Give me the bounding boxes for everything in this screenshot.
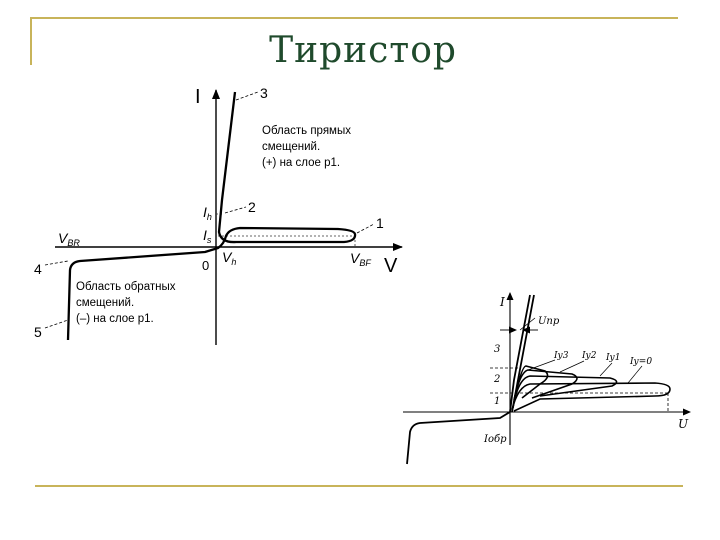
loop-iy0: [511, 382, 671, 412]
frame-top-line: [30, 17, 678, 19]
point-3-label: 3: [260, 85, 268, 101]
iy0-label: Iу=0: [629, 357, 652, 367]
loop-iy3: [514, 365, 549, 399]
vh-label: Vh: [222, 249, 236, 267]
family-u-label: U: [678, 417, 689, 431]
level-2-label: 2: [493, 374, 500, 385]
iy3-label: Iу3: [553, 351, 569, 361]
point-2-label: 2: [248, 199, 256, 215]
iy0-leader: [627, 365, 643, 384]
iy1-leader: [599, 362, 613, 377]
family-reverse-curve: [406, 411, 511, 465]
point-4-label: 4: [34, 261, 42, 277]
unp-label: Uпр: [538, 316, 560, 327]
frame-bottom-line: [35, 485, 683, 487]
leader-2: [224, 206, 247, 214]
leader-1: [356, 223, 375, 234]
iy2-label: Iу2: [581, 351, 597, 361]
leader-4: [44, 260, 69, 266]
vbf-label: VBF: [350, 250, 371, 268]
slide-title: Тиристор: [269, 30, 457, 71]
i-axis-label: I: [195, 86, 201, 108]
leader-3: [235, 91, 259, 101]
v-axis-label: V: [384, 255, 398, 277]
iv-curve: [66, 91, 357, 341]
vbr-label: VBR: [58, 230, 80, 248]
reverse-region-note: Область обратных смещений. (–) на слое p…: [76, 281, 179, 325]
point-1-label: 1: [376, 215, 384, 231]
iy2-leader: [559, 360, 585, 373]
family-steep-branch: [509, 294, 531, 413]
iy1-label: Iу1: [605, 353, 621, 363]
level-1-label: 1: [494, 396, 500, 407]
frame-left-line: [30, 17, 32, 65]
forward-region-note: Область прямых смещений. (+) на слое p1.: [262, 125, 354, 169]
iy3-leader: [527, 359, 556, 371]
family-i-label: I: [499, 295, 505, 309]
loop-iy1: [512, 375, 618, 409]
ih-label: Ih: [203, 204, 212, 222]
leader-5: [44, 319, 69, 329]
is-label: Is: [203, 227, 212, 245]
point-5-label: 5: [34, 324, 42, 340]
iobr-label: Iобр: [483, 434, 507, 445]
unp-leader: [519, 317, 536, 331]
origin-label: 0: [202, 258, 209, 273]
level-3-label: 3: [494, 344, 500, 355]
